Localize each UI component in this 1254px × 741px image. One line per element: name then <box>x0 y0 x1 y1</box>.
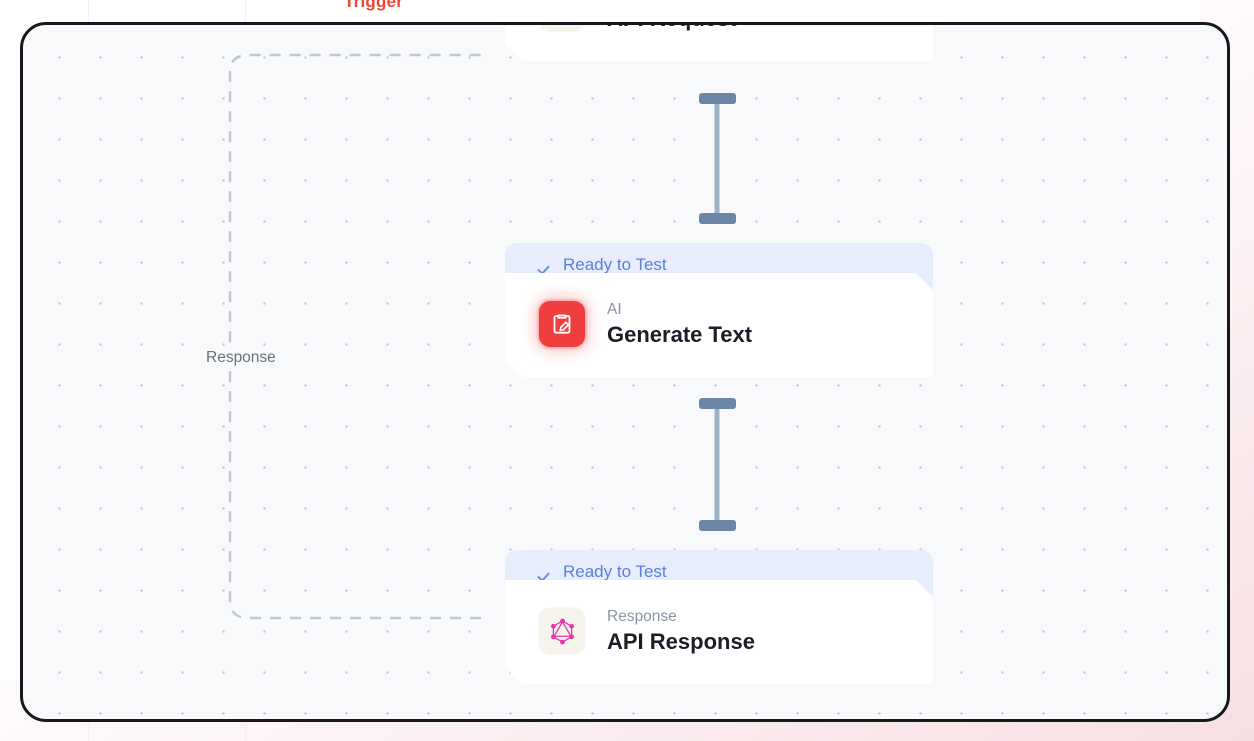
check-icon <box>539 257 554 272</box>
node-api-response-text: Response API Response <box>607 608 755 654</box>
graphql-icon <box>539 608 585 654</box>
node-generate-text-title: Generate Text <box>607 321 753 347</box>
node-api-response-kind: Response <box>607 607 677 625</box>
status-badge: Ready to Test <box>563 562 667 581</box>
graphql-icon <box>539 22 585 31</box>
node-api-request-title: API Request <box>607 22 737 31</box>
clipboard-pencil-icon <box>539 301 585 347</box>
workflow-canvas[interactable]: Response <box>20 22 1230 722</box>
trigger-label: Trigger <box>344 0 404 11</box>
node-api-response-card[interactable]: Response API Response <box>505 580 933 684</box>
status-badge: Ready to Test <box>563 255 667 274</box>
edge-label-response: Response <box>201 347 281 369</box>
node-generate-text-card[interactable]: AI Generate Text <box>505 273 933 377</box>
node-api-request[interactable]: Interface API Request <box>505 22 933 61</box>
node-api-response-title: API Response <box>607 628 755 654</box>
check-icon <box>539 564 554 579</box>
connector-plug-bottom-2[interactable] <box>699 520 736 531</box>
node-api-request-text: Interface API Request <box>607 22 737 31</box>
node-generate-text[interactable]: Ready to Test AI Generate Text <box>505 243 933 377</box>
node-generate-text-text: AI Generate Text <box>607 301 752 347</box>
node-generate-text-kind: AI <box>607 300 622 318</box>
node-api-response[interactable]: Ready to Test <box>505 550 933 684</box>
connector-plug-top-1[interactable] <box>699 93 736 104</box>
connector-plug-bottom-1[interactable] <box>699 213 736 224</box>
node-api-request-card[interactable]: Interface API Request <box>505 22 933 61</box>
connector-plug-top-2[interactable] <box>699 398 736 409</box>
